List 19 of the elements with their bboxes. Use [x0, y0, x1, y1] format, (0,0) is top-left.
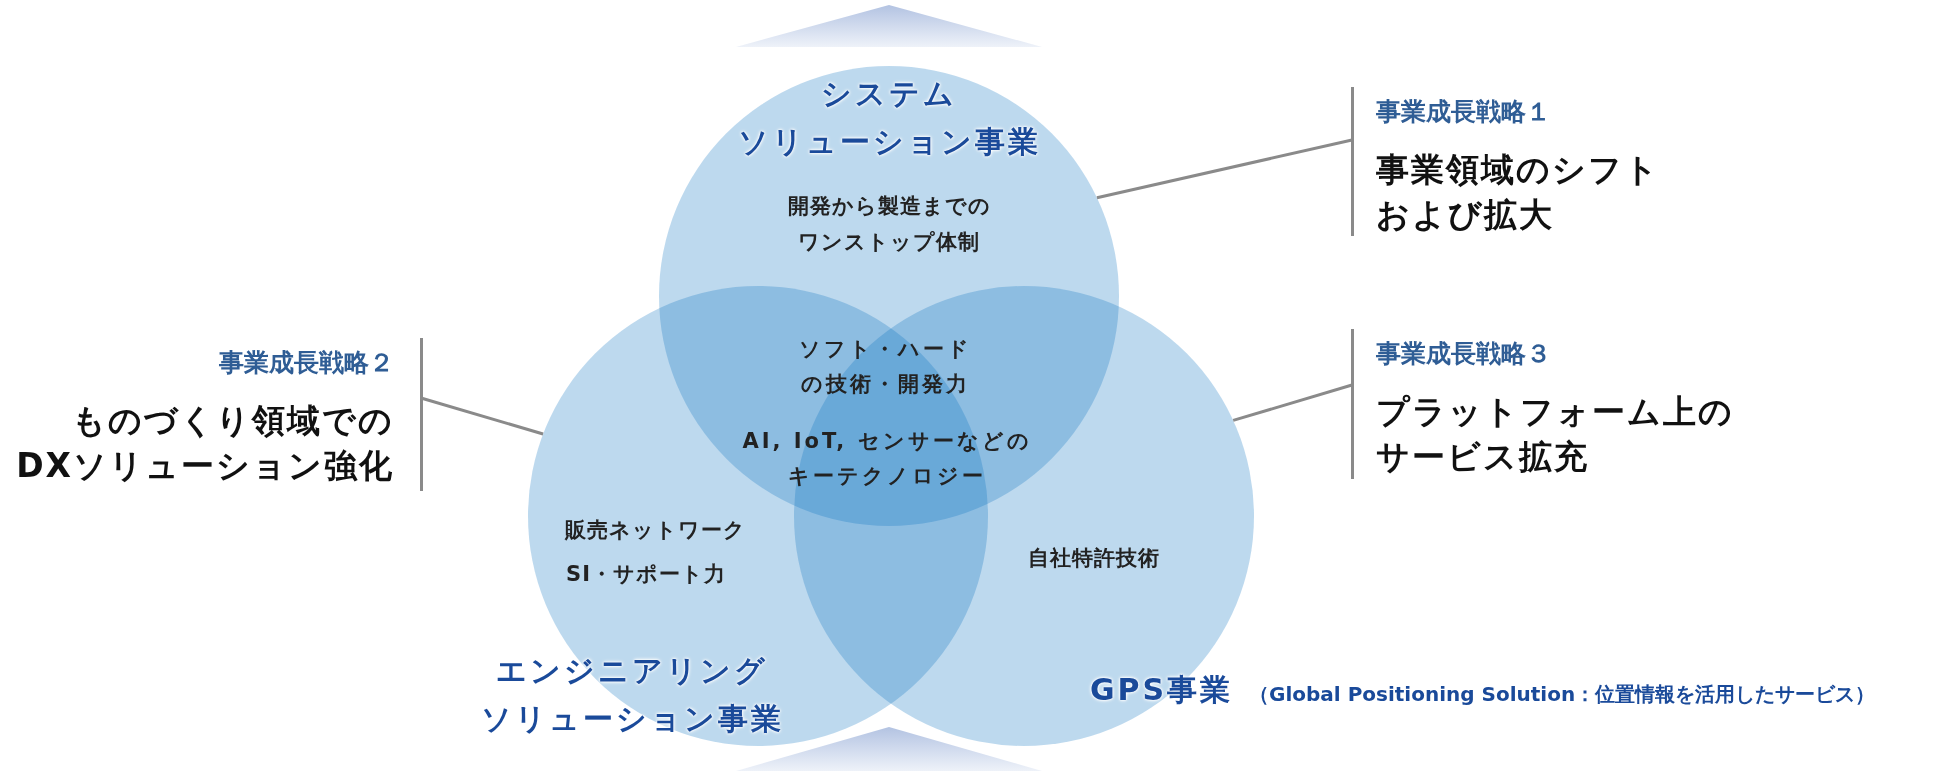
- strategy-heading: 事業成長戦略３: [1376, 339, 1552, 369]
- strategy-text: 事業領域のシフトおよび拡大: [1376, 149, 1660, 236]
- leader-line: [420, 396, 544, 436]
- strategy-heading: 事業成長戦略２: [218, 348, 394, 378]
- capability-text: SI・サポート力: [566, 561, 726, 588]
- business-note: （Global Positioning Solution：位置情報を活用したサービス）: [1249, 681, 1876, 708]
- capability-text: 販売ネットワーク: [564, 517, 746, 544]
- core-technology-text: ソフト・ハードの技術・開発力: [798, 336, 972, 398]
- strategy-text: ものづくり領域でのDXソリューション強化: [15, 400, 394, 487]
- capability-text: 自社特許技術: [1028, 545, 1160, 572]
- leader-line: [1232, 383, 1353, 422]
- business-title: GPS事業: [1090, 671, 1234, 709]
- business-title: エンジニアリングソリューション事業: [480, 652, 784, 738]
- strategy-text: プラットフォーム上のサービス拡充: [1376, 391, 1734, 478]
- business-title: システムソリューション事業: [737, 75, 1041, 161]
- capability-text: 開発から製造までのワンストップ体制: [787, 193, 991, 256]
- strategy-heading: 事業成長戦略１: [1376, 97, 1552, 127]
- core-technology-text: AI, IoT, センサーなどのキーテクノロジー: [742, 428, 1032, 490]
- leader-line: [1096, 138, 1353, 200]
